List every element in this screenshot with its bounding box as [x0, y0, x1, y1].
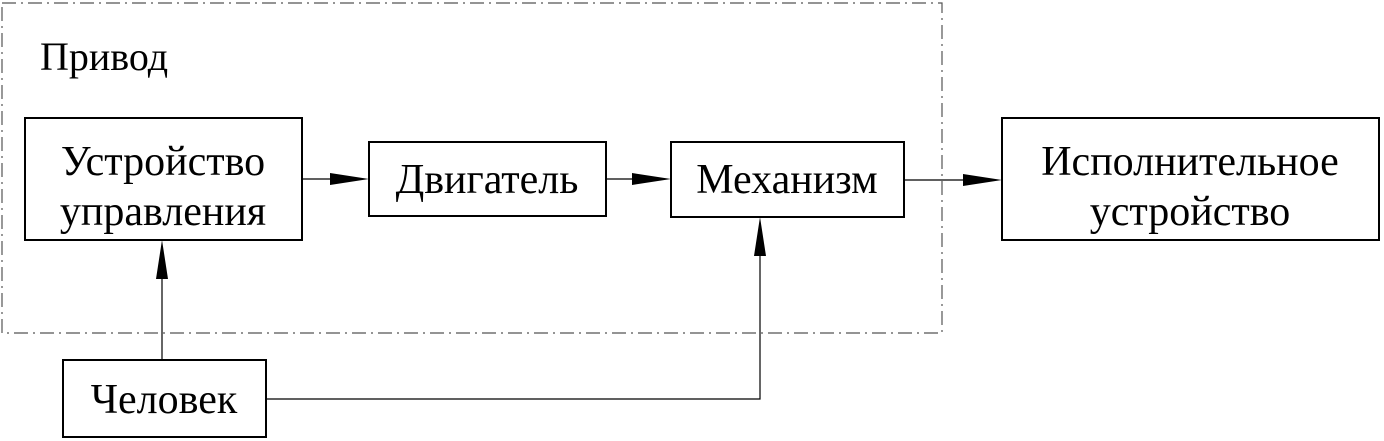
actuator-label-line-2: устройство	[1090, 189, 1291, 235]
node-mechanism: Механизм	[670, 141, 905, 218]
arrowhead-mechanism	[632, 173, 671, 185]
node-motor: Двигатель	[368, 141, 607, 217]
arrowhead-control	[156, 240, 168, 279]
node-control-device: Устройство управления	[24, 117, 303, 241]
arrowhead-motor	[330, 173, 369, 185]
actuator-box	[1001, 117, 1380, 241]
connectors	[156, 173, 1002, 400]
human-box	[62, 359, 267, 438]
drive-group-label: Привод	[40, 34, 168, 79]
drive-group-frame	[1, 2, 943, 334]
node-human: Человек	[62, 359, 267, 438]
mechanism-box	[670, 141, 905, 218]
motor-label: Двигатель	[396, 157, 579, 203]
control-device-label-line-1: Устройство	[61, 139, 265, 185]
node-actuator: Исполнительное устройство	[1001, 117, 1380, 241]
actuator-label-line-1: Исполнительное	[1041, 139, 1339, 185]
edge-human-to-mechanism	[266, 252, 761, 400]
arrowhead-actuator	[963, 174, 1002, 186]
control-device-label-line-2: управления	[60, 189, 266, 235]
arrowhead-mechanism-bottom	[754, 217, 766, 256]
motor-box	[368, 141, 607, 217]
mechanism-label: Механизм	[696, 157, 878, 203]
control-device-box	[24, 117, 303, 241]
human-label: Человек	[91, 377, 238, 423]
